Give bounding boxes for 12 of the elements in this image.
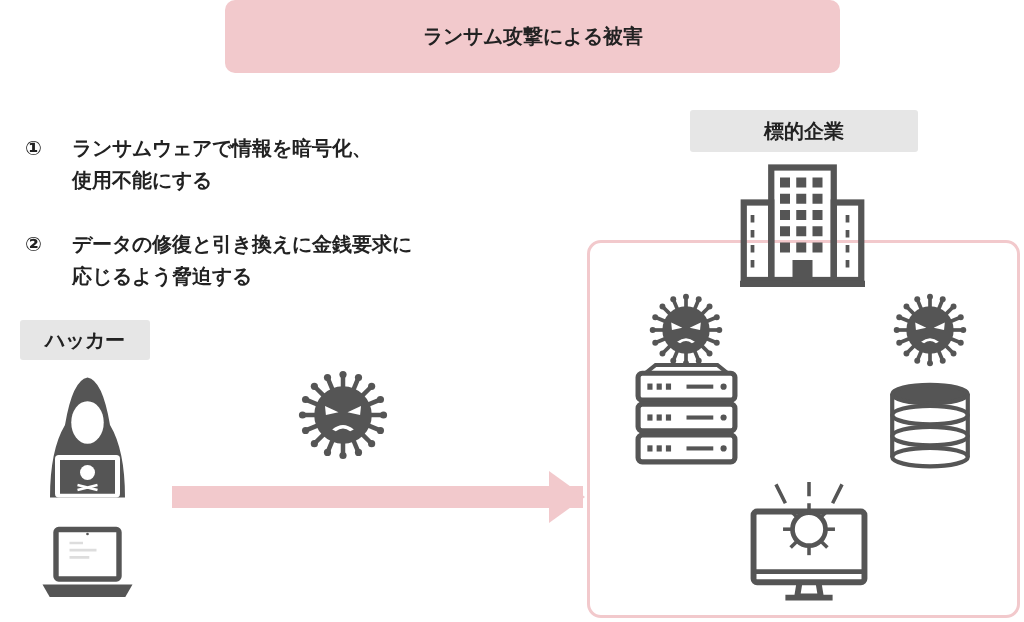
list-text: ランサムウェアで情報を暗号化、使用不能にする: [72, 135, 373, 194]
name-tag: 標的企業: [690, 110, 918, 152]
virus-icon: [893, 293, 967, 367]
title-banner: ランサム攻撃による被害: [225, 0, 840, 73]
virus-icon: [298, 370, 388, 460]
name-tag: ハッカー: [20, 320, 150, 360]
list-number: ①: [25, 135, 43, 162]
arrow: [172, 471, 585, 523]
monitor-icon: [750, 482, 868, 600]
list-text: データの修復と引き換えに金銭要求に応じるよう脅迫する: [72, 231, 413, 290]
list-number: ②: [25, 231, 43, 258]
building-icon: [740, 165, 865, 290]
